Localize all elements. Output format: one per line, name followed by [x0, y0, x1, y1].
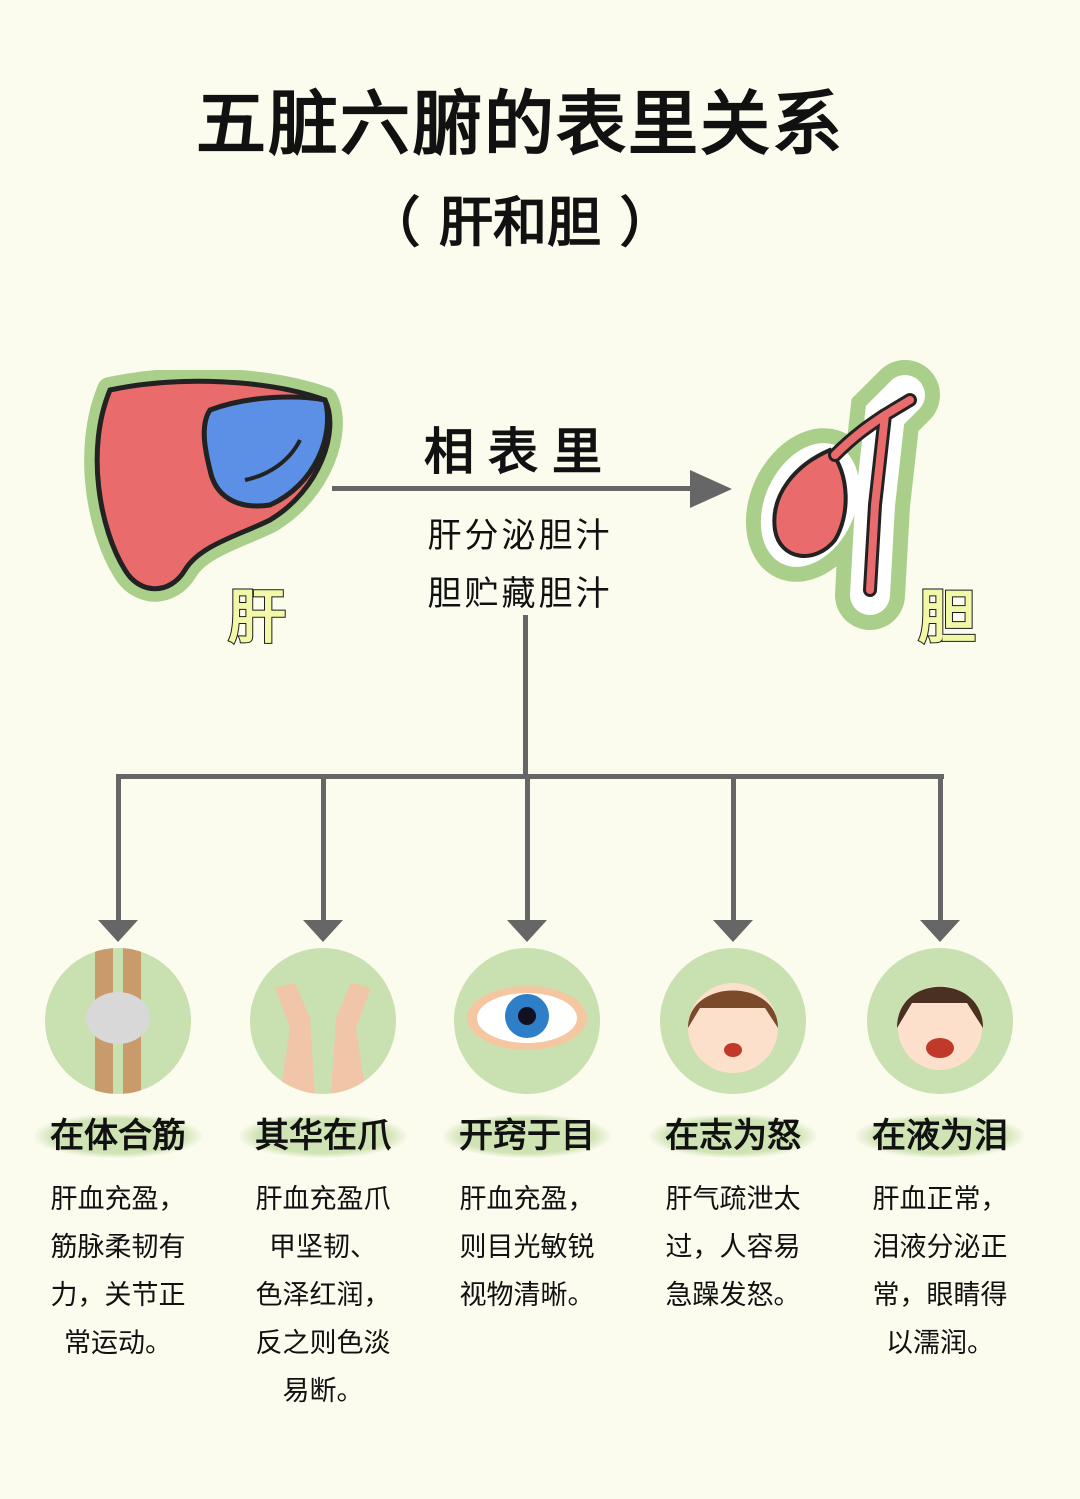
- description-line: 急躁发怒。: [665, 1280, 801, 1311]
- description-line: 以濡润。: [886, 1328, 994, 1359]
- description-line: 肝血充盈，: [459, 1184, 595, 1215]
- function-text-1: 肝分泌胆汁: [427, 516, 613, 556]
- description-line: 常，眼睛得: [872, 1280, 1008, 1311]
- item-label: 在液为泪: [856, 1114, 1024, 1158]
- description-line: 反之则色淡: [255, 1328, 391, 1359]
- description-line: 肝血正常，: [872, 1184, 1008, 1215]
- connector-drop: [116, 776, 121, 921]
- description-line: 视物清晰。: [459, 1280, 595, 1311]
- item-description: 肝血充盈爪甲坚韧、色泽红润， 反之则色淡易断。: [213, 1176, 433, 1416]
- description-line: 泪液分泌正: [872, 1232, 1008, 1263]
- relation-arrow-line: [332, 486, 692, 491]
- item-description: 肝血充盈， 则目光敏锐视物清晰。: [417, 1176, 637, 1320]
- arrow-down-icon: [713, 920, 753, 942]
- arrow-head-icon: [690, 470, 732, 508]
- gallbladder-icon: [745, 360, 940, 630]
- item-description: 肝气疏泄太过，人容易急躁发怒。: [623, 1176, 843, 1320]
- connector-drop: [938, 776, 943, 921]
- gallbladder-label: 胆: [917, 582, 977, 652]
- item-description: 肝血充盈， 筋脉柔韧有力，关节正常运动。: [8, 1176, 228, 1368]
- item-label: 在体合筋: [34, 1114, 202, 1158]
- arrow-down-icon: [303, 920, 343, 942]
- description-line: 肝血充盈爪: [255, 1184, 391, 1215]
- description-line: 常运动。: [64, 1328, 172, 1359]
- page-subtitle: （ 肝和胆 ）: [366, 191, 674, 254]
- connector-drop: [525, 776, 530, 921]
- description-line: 甲坚韧、: [269, 1232, 377, 1263]
- item-label: 其华在爪: [239, 1114, 407, 1158]
- connector-branch: [116, 774, 944, 779]
- item-description: 肝血正常， 泪液分泌正常，眼睛得以濡润。: [830, 1176, 1050, 1368]
- arrow-down-icon: [920, 920, 960, 942]
- connector-drop: [321, 776, 326, 921]
- description-line: 色泽红润，: [255, 1280, 391, 1311]
- liver-icon: [84, 370, 343, 602]
- angry-face-icon: [660, 948, 806, 1094]
- function-text-2: 胆贮藏胆汁: [427, 574, 613, 614]
- description-line: 力，关节正: [50, 1280, 186, 1311]
- connector-trunk: [523, 615, 528, 778]
- eye-icon: [454, 948, 600, 1094]
- relation-label: 相表里: [424, 423, 616, 481]
- description-line: 肝血充盈，: [50, 1184, 186, 1215]
- crying-face-icon: [867, 948, 1013, 1094]
- arrow-down-icon: [507, 920, 547, 942]
- page-title: 五脏六腑的表里关系: [196, 83, 844, 165]
- arrow-down-icon: [98, 920, 138, 942]
- item-label: 在志为怒: [649, 1114, 817, 1158]
- description-line: 过，人容易: [665, 1232, 801, 1263]
- liver-label: 肝: [227, 582, 287, 652]
- hands-icon: [250, 948, 396, 1094]
- knee-joint-icon: [45, 948, 191, 1094]
- description-line: 筋脉柔韧有: [50, 1232, 186, 1263]
- item-label: 开窍于目: [443, 1114, 611, 1158]
- description-line: 易断。: [282, 1376, 364, 1407]
- description-line: 则目光敏锐: [459, 1232, 595, 1263]
- description-line: 肝气疏泄太: [665, 1184, 801, 1215]
- connector-drop: [731, 776, 736, 921]
